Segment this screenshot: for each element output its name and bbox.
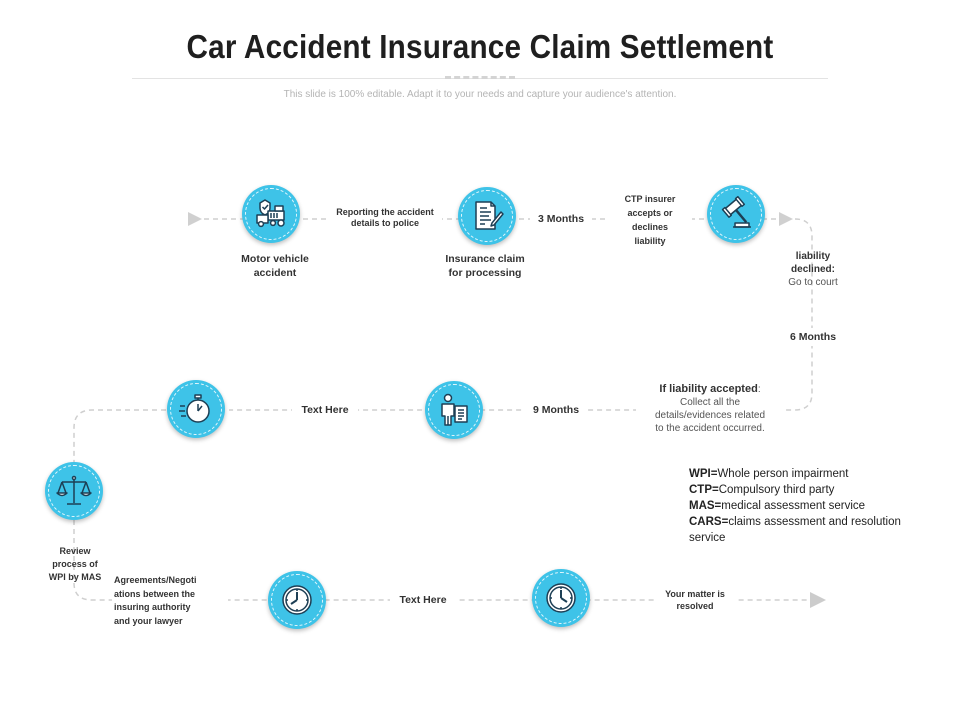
ctp-insurer-line4: liability [634,236,666,246]
insurance-claim-label: Insurance claim for processing [430,252,540,280]
motor-vehicle-label: Motor vehicle accident [220,252,330,280]
agreements-label: Agreements/Negoti ations between the ins… [114,574,224,628]
clock-icon [546,583,576,613]
liability-accepted-line3: to the accident occurred. [655,423,765,434]
gavel-icon [721,195,751,228]
agreements-line2: ations between the [114,588,196,599]
page-subtitle: This slide is 100% editable. Adapt it to… [283,89,677,100]
liability-declined-line3: Go to court [788,277,838,288]
text-here-1-label: Text Here [301,404,349,416]
connector-left-turn [73,409,166,462]
legend-row-mas: MAS=medical assessment service [689,498,919,514]
stopwatch-node [167,380,225,438]
court-node [707,185,765,243]
motor-vehicle-label-line2: accident [253,267,297,279]
connector-review-down [73,520,810,601]
clock-icon [282,585,312,615]
reporting-label-line2: details to police [350,218,419,228]
page-title: Car Accident Insurance Claim Settlement [186,28,774,65]
liability-accepted-heading-suffix: : [757,384,761,395]
liability-accepted-line2: details/evidences related [654,410,766,421]
ctp-insurer-label: CTP insurer accepts or declines liabilit… [610,192,690,248]
liability-declined-line2: declined: [791,264,835,275]
clock-node-2 [532,569,590,627]
document-pen-icon [475,201,504,230]
six-months-label: 6 Months [789,331,837,343]
row1-end-arrow [779,212,793,226]
reporting-label: Reporting the accident details to police [322,207,448,229]
liability-accepted-label: If liability accepted: Collect all the d… [630,383,790,435]
title-divider-accent [445,76,515,79]
liability-accepted-line1: Collect all the [679,397,741,408]
person-document-icon [441,393,468,426]
motor-vehicle-node [242,185,300,243]
review-label-line3: WPI by MAS [48,572,102,582]
legend-row-cars: CARS=claims assessment and resolution se… [689,514,919,546]
ctp-insurer-line3: declines [631,222,669,232]
insurance-claim-node [458,187,516,245]
review-label: Review process of WPI by MAS [30,545,120,584]
liability-accepted-heading: If liability accepted [659,383,758,395]
liability-declined-label: liability declined: Go to court [770,250,856,289]
ctp-insurer-line2: accepts or [627,208,673,218]
agreements-line3: insuring authority [114,602,191,612]
reporting-label-line1: Reporting the accident [336,207,434,217]
resolved-label: Your matter is resolved [650,588,740,612]
legend-value: Compulsory third party [718,484,835,496]
car-crash-icon [256,199,285,228]
review-node [45,462,103,520]
insurance-claim-label-line1: Insurance claim [445,253,525,265]
liability-accepted-heading-row: If liability accepted: [630,383,790,396]
connector-right-turn [229,218,813,411]
abbreviation-legend: WPI=Whole person impairment CTP=Compulso… [689,466,919,546]
legend-row-ctp: CTP=Compulsory third party [689,482,919,498]
final-arrow [810,592,826,608]
insurance-claim-label-line2: for processing [448,267,522,279]
assessment-node [425,381,483,439]
three-months-label: 3 Months [537,213,585,225]
scales-icon [56,475,92,505]
motor-vehicle-label-line1: Motor vehicle [241,253,309,265]
review-label-line2: process of [52,559,98,569]
legend-key: CARS= [689,516,729,528]
legend-value: claims assessment and resolution service [689,516,901,544]
resolved-line1: Your matter is [665,589,725,599]
resolved-line2: resolved [676,601,714,611]
agreements-line4: and your lawyer [114,615,183,626]
text-here-2-label: Text Here [399,594,447,606]
legend-value: medical assessment service [721,500,866,512]
start-arrow [188,212,202,226]
legend-value: Whole person impairment [717,468,849,480]
review-label-line1: Review [59,546,91,556]
agreements-line1: Agreements/Negoti [114,575,197,585]
liability-declined-line1: liability [795,251,831,262]
nine-months-label: 9 Months [532,404,580,416]
legend-key: WPI= [689,468,718,480]
ctp-insurer-line1: CTP insurer [624,194,676,204]
legend-key: MAS= [689,500,722,512]
stopwatch-icon [179,394,210,423]
clock-node-1 [268,571,326,629]
legend-key: CTP= [689,484,719,496]
legend-row-wpi: WPI=Whole person impairment [689,466,919,482]
